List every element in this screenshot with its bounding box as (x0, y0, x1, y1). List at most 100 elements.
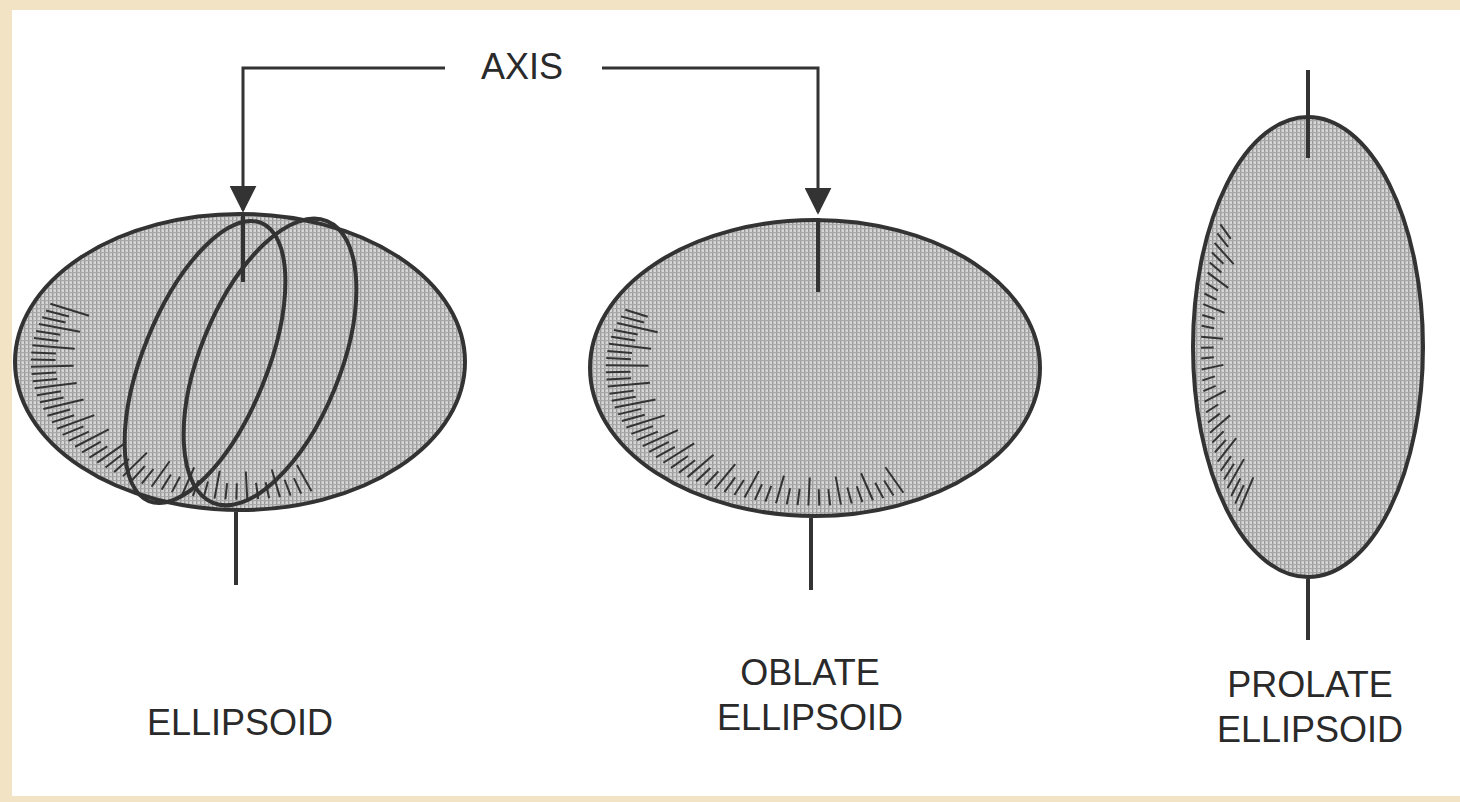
shading-stroke (1228, 459, 1244, 488)
shading-stroke (31, 352, 56, 353)
shading-stroke (1202, 326, 1215, 329)
shading-stroke (172, 477, 180, 492)
shading-stroke (1206, 283, 1218, 291)
shading-stroke (1205, 391, 1226, 402)
shading-stroke (246, 471, 247, 499)
shading-stroke (609, 391, 633, 394)
shading-stroke (162, 475, 171, 490)
panel-ground (12, 10, 1460, 796)
shading-stroke (847, 487, 851, 503)
shading-stroke (193, 480, 199, 496)
shading-stroke (836, 477, 841, 505)
shading-stroke (808, 477, 809, 505)
shading-stroke (776, 476, 784, 504)
shading-stroke (35, 383, 77, 388)
shading-stroke (294, 478, 301, 494)
shading-stroke (132, 466, 145, 480)
shading-stroke (285, 480, 291, 496)
shading-stroke (214, 471, 219, 499)
shading-stroke (609, 344, 651, 349)
shading-stroke (1217, 233, 1228, 246)
shading-stroke (608, 383, 650, 387)
shading-stroke (885, 467, 903, 492)
shading-stroke (787, 488, 790, 504)
shading-stroke (614, 330, 638, 335)
shading-stroke (1201, 347, 1214, 349)
shading-stroke (625, 310, 647, 317)
shading-stroke (75, 429, 109, 446)
axis-leader (243, 68, 818, 212)
shading-stroke (33, 379, 58, 381)
shading-stroke (687, 455, 713, 477)
shading-stroke (225, 483, 227, 499)
shading-stroke (612, 397, 636, 401)
shading-stroke (1224, 464, 1234, 480)
shading-stroke (142, 469, 154, 483)
shading-stroke (622, 415, 645, 421)
shading-stroke (31, 365, 74, 368)
shading-stroke (266, 482, 269, 498)
shading-stroke (671, 456, 688, 468)
shading-stroke (182, 467, 194, 494)
shading-stroke (34, 338, 58, 341)
shading-stroke (97, 442, 126, 463)
shading-stroke (39, 324, 80, 332)
oblate-ellipsoid-figure (590, 218, 1040, 590)
shading-stroke (204, 482, 208, 498)
shading-stroke (235, 483, 237, 499)
shading-stroke (1210, 262, 1222, 272)
shading-stroke (875, 483, 883, 498)
shading-stroke (705, 471, 718, 485)
shading-stroke (611, 337, 635, 341)
shading-stroke (256, 483, 258, 499)
shape-label: PROLATE ELLIPSOID (1180, 662, 1440, 752)
shading-stroke (1202, 315, 1215, 319)
shading-stroke (272, 470, 280, 498)
shading-stroke (606, 371, 631, 374)
shading-stroke (1208, 414, 1220, 423)
shading-stroke (734, 480, 744, 495)
shading-stroke (1212, 431, 1223, 442)
shading-stroke (105, 455, 121, 467)
shading-stroke (1215, 440, 1226, 452)
shading-stroke (643, 430, 678, 446)
shading-stroke (1201, 337, 1223, 339)
shape-label: OBLATE ELLIPSOID (680, 650, 940, 740)
shading-stroke (828, 489, 830, 505)
axis-label: AXIS (447, 44, 597, 89)
shading-stroke (745, 471, 759, 497)
shading-stroke (37, 391, 61, 395)
shading-stroke (123, 453, 147, 476)
shading-stroke (1206, 405, 1218, 413)
shading-stroke (755, 484, 762, 500)
shading-stroke (637, 432, 658, 441)
shading-stroke (31, 359, 56, 361)
shading-stroke (63, 426, 84, 435)
shading-stroke (52, 415, 74, 422)
shading-stroke (1208, 273, 1228, 288)
shading-stroke (615, 399, 656, 407)
shading-stroke (1239, 477, 1253, 510)
shading-stroke (40, 397, 64, 402)
shading-stroke (818, 489, 821, 505)
shading-stroke (631, 426, 653, 434)
shading-stroke (607, 351, 632, 353)
shading-stroke (1212, 253, 1223, 264)
ellipsoid-figure (15, 195, 465, 585)
shading-stroke (1220, 224, 1230, 239)
shading-stroke (1218, 438, 1236, 461)
prolate-ellipsoid-figure (1193, 70, 1423, 640)
shading-stroke (1221, 456, 1231, 471)
shading-stroke (798, 489, 800, 505)
shading-stroke (1201, 357, 1214, 358)
shading-stroke (42, 317, 65, 322)
shading-stroke (765, 486, 771, 502)
shading-stroke (696, 468, 710, 481)
shading-stroke (1203, 386, 1215, 391)
shading-stroke (606, 358, 631, 359)
shading-stroke (663, 443, 694, 462)
shading-stroke (46, 310, 69, 316)
shading-stroke (32, 373, 57, 374)
shading-stroke (724, 477, 735, 492)
shading-stroke (1202, 365, 1224, 370)
